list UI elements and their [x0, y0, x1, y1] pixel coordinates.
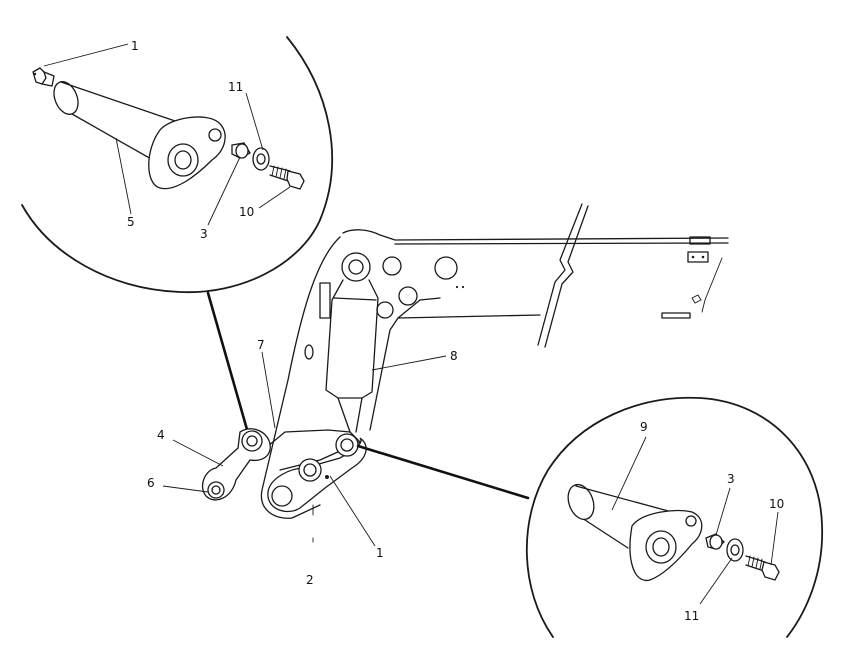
pivot-pin: [567, 483, 703, 581]
hydraulic-cylinder: [319, 252, 379, 433]
link-plate: [201, 428, 271, 501]
callout-label: 2: [306, 573, 314, 587]
callout-label: 8: [450, 349, 458, 363]
bushing: [231, 142, 251, 159]
callout-label: 1: [131, 39, 139, 53]
detail-connector: [206, 291, 252, 442]
callout-label: 4: [157, 428, 165, 442]
bushing: [705, 533, 725, 550]
grease-fitting: [32, 67, 55, 87]
detail-view-top-left: 1 11 5 3 10: [21, 36, 334, 294]
detail-connector: [356, 444, 530, 500]
callout-label: 7: [257, 338, 265, 352]
callout-label: 10: [769, 497, 784, 511]
pivot-pin: [53, 81, 226, 190]
callout-label: 6: [147, 476, 155, 490]
main-assembly: 7 8 4 6 1 2: [147, 203, 729, 587]
callout-label: 3: [727, 472, 735, 486]
callout-label: 5: [127, 215, 135, 229]
callout-label: 10: [239, 205, 254, 219]
callout-label: 1: [376, 546, 384, 560]
washer: [726, 538, 744, 562]
callout-label: 9: [640, 420, 648, 434]
detail-view-bottom-right: 9 3 10 11: [525, 396, 824, 638]
callout-label: 11: [228, 80, 243, 94]
bolt: [745, 555, 780, 581]
bolt: [269, 165, 305, 190]
callout-label: 11: [684, 609, 699, 623]
washer: [252, 147, 270, 171]
callout-label: 3: [200, 227, 208, 241]
